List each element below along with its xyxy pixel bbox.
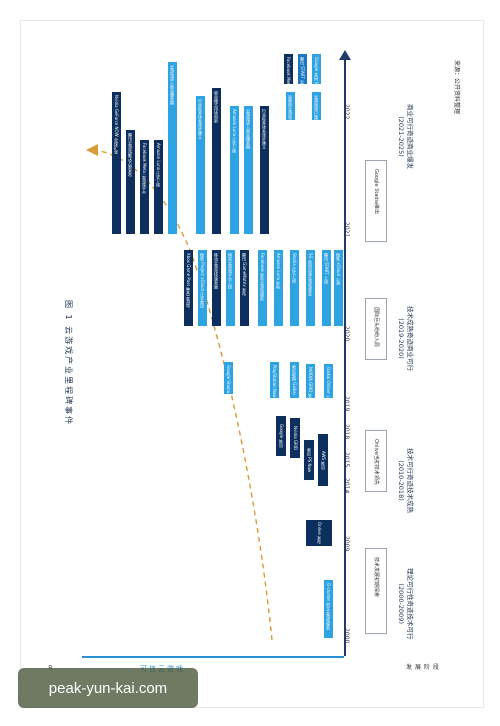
year-label: 2014 xyxy=(343,478,350,494)
event-bar: Google Stadia 发布 xyxy=(224,362,233,394)
event-bar: Facebook Meta 加码云游戏 xyxy=(284,54,293,84)
event-bar: 移动云游戏快速发展 xyxy=(212,250,221,326)
event-bar: 腾讯 START 云游戏开放 xyxy=(298,54,307,84)
watermark-banner: peak-yun-kai.com xyxy=(18,668,198,708)
era-box-label: 国际巨头纷纷入局 xyxy=(373,307,379,348)
era-box-label: Onlive当初技术领先 xyxy=(373,439,379,485)
year-label: 2020 xyxy=(343,326,350,342)
event-square: Onlive 发布 xyxy=(306,520,332,546)
event-square: 索尼 PS Now xyxy=(304,440,314,480)
era-label: 技术可行奇迹技术成熟(2010-2018) xyxy=(397,448,414,513)
source-note: 来源：公开资料整理 xyxy=(453,60,460,115)
year-label: 2009 xyxy=(343,536,350,552)
stage-axis-label: 发展阶段 xyxy=(406,664,443,671)
event-bar: NVIDIA GRID 发布 xyxy=(306,364,315,398)
event-square: Nvidia GRID xyxy=(290,418,300,458)
event-bar: 云游戏进入商业爆发期 xyxy=(244,106,253,234)
event-bar: 索尼收购 Gaikai xyxy=(290,362,299,398)
era-box: 国际巨头纷纷入局 xyxy=(365,298,387,360)
event-bar: 行业标准体系逐步建立 xyxy=(260,106,269,234)
year-label: 2018 xyxy=(343,424,350,440)
year-label: 2000 xyxy=(343,628,350,644)
year-label: 2015 xyxy=(343,452,350,468)
era-box: 技术发展初期探索 xyxy=(365,548,387,634)
event-bar: 微软 xCloud 公测 xyxy=(334,250,343,326)
event-bar: 云游戏用户规模持续扩大 xyxy=(312,92,321,120)
event-bar: Gaikai Onlive 公测 xyxy=(324,364,333,398)
timeline-axis xyxy=(344,58,346,656)
year-label: 2021 xyxy=(343,222,350,238)
event-bar: 腾讯 GameMatrix 发布 xyxy=(240,250,249,326)
event-bar: Amazon Luna 正式上线 xyxy=(230,106,239,234)
event-bar: Google 关闭 Stadia 工作室 xyxy=(312,54,321,84)
event-bar: 腾讯 START 上线 xyxy=(322,250,331,326)
era-box: Google Stadia推出 xyxy=(365,160,387,242)
event-bar: Amazon Luna 正式上线 xyxy=(154,140,163,234)
era-label: 商业可行奇迹商业爆发(2021-2025) xyxy=(397,104,414,169)
era-label: 技术成熟奇迹商业可行(2019-2020) xyxy=(397,306,414,371)
event-bar: Nvidia GeForce NOW 全球扩张 xyxy=(112,92,121,234)
bottom-rule xyxy=(82,656,344,658)
event-bar: 微软 Project xCloud 正式商用 xyxy=(198,250,207,326)
event-square: AWS 推出 xyxy=(318,434,328,486)
axis-arrow-icon xyxy=(339,50,351,60)
event-bar: Amazon Luna 发布 xyxy=(274,250,283,326)
event-bar: Facebook Meta 云游戏平台 xyxy=(140,140,149,234)
era-box-label: 技术发展初期探索 xyxy=(373,557,379,598)
event-bar: 云游戏进入商业爆发期 xyxy=(168,62,177,234)
event-bar: G-cluster 创立云游戏服务 xyxy=(324,580,333,638)
event-bar: 商业模式持续创新 xyxy=(212,88,221,234)
era-box-label: Google Stadia推出 xyxy=(373,169,379,215)
event-bar: Facebook 发布云游戏服务 xyxy=(258,250,267,326)
event-bar: PlayStation Now 上线 xyxy=(270,362,279,398)
event-bar: 网易云游戏平台上线 xyxy=(226,250,235,326)
event-bar: 行业标准体系逐步建立 xyxy=(196,96,205,234)
era-label: 理论可行性奇迹技术可行(2000-2009) xyxy=(397,568,414,640)
event-bar: 运营商云游戏业务加速 xyxy=(286,92,295,120)
event-bar: Stadia 正式上线 xyxy=(290,250,299,326)
event-bar: 腾讯云游戏解决方案发布 xyxy=(126,130,135,234)
figure-title: 图 1 云游戏产业里程碑事件 xyxy=(64,300,73,427)
event-square: Google 推出 xyxy=(276,416,286,456)
year-label: 2019 xyxy=(343,396,350,412)
era-box: Onlive当初技术领先 xyxy=(365,430,387,492)
year-label: 2022 xyxy=(343,104,350,120)
event-bar: Xbox Game Pass 整合云游戏 xyxy=(184,250,193,326)
event-bar: 5G 商用加速云游戏普及 xyxy=(306,250,315,326)
